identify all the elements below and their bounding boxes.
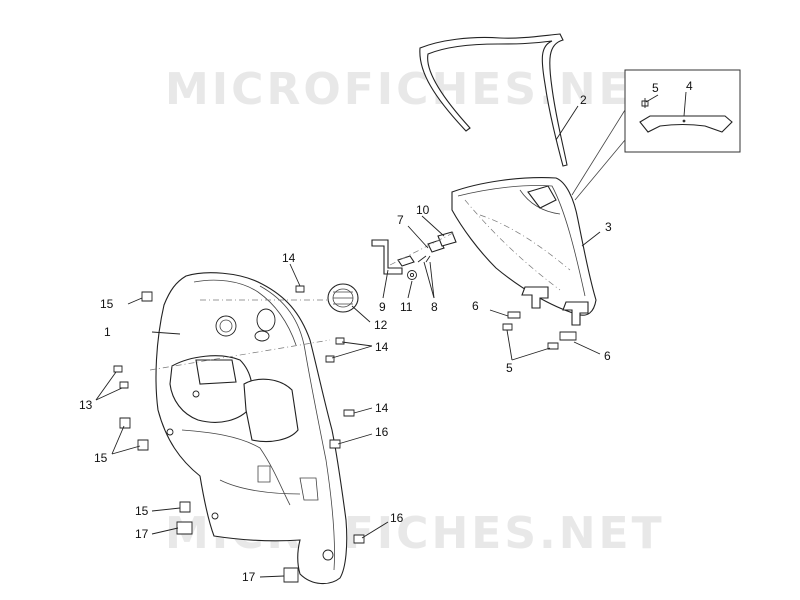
callout-15-mid: 15 (94, 451, 108, 465)
part-1-inner-leg-shield (149, 272, 348, 585)
callout-14-top: 14 (282, 251, 296, 265)
callout-numbers: 1 2 3 4 5 5 6 6 7 8 9 10 11 12 13 14 14 … (79, 79, 693, 584)
callout-5-inset: 5 (652, 81, 659, 95)
callout-15-top: 15 (100, 297, 114, 311)
part-10-catch (437, 231, 457, 247)
callout-4: 4 (686, 79, 693, 93)
callout-6-left: 6 (472, 299, 479, 313)
part-12-round-cover (327, 283, 359, 313)
callout-10: 10 (416, 203, 430, 217)
callout-16-top: 16 (375, 425, 389, 439)
part-3-upper-shield (451, 177, 597, 326)
hardware-6-5-clips (502, 311, 577, 350)
callout-12: 12 (374, 318, 388, 332)
leader-lines (95, 91, 687, 578)
callout-2: 2 (580, 93, 587, 107)
callout-1: 1 (104, 325, 111, 339)
part-14-screw-top (295, 285, 305, 293)
callout-3: 3 (605, 220, 612, 234)
callout-13: 13 (79, 398, 93, 412)
callout-15-low: 15 (135, 504, 149, 518)
part-7-pin (427, 239, 445, 253)
watermark-top: MICROFICHES.NET (165, 64, 665, 115)
inset-detail-box (571, 69, 741, 201)
callout-7: 7 (397, 213, 404, 227)
callout-8: 8 (431, 300, 438, 314)
small-hardware-pieces (113, 285, 365, 583)
callout-17-low: 17 (242, 570, 256, 584)
part-9-lever (371, 239, 403, 275)
callout-14-low: 14 (375, 401, 389, 415)
part-4-trim-plate (639, 115, 733, 133)
callout-14-mid: 14 (375, 340, 389, 354)
callout-16-low: 16 (390, 511, 404, 525)
part-2-seal-strip (419, 33, 568, 167)
latch-mechanism-parts (371, 231, 457, 280)
callout-9: 9 (379, 300, 386, 314)
part-15-clip-top (141, 291, 153, 302)
callout-6-right: 6 (604, 349, 611, 363)
callout-17-top: 17 (135, 527, 149, 541)
callout-5: 5 (506, 361, 513, 375)
callout-11: 11 (400, 300, 413, 314)
